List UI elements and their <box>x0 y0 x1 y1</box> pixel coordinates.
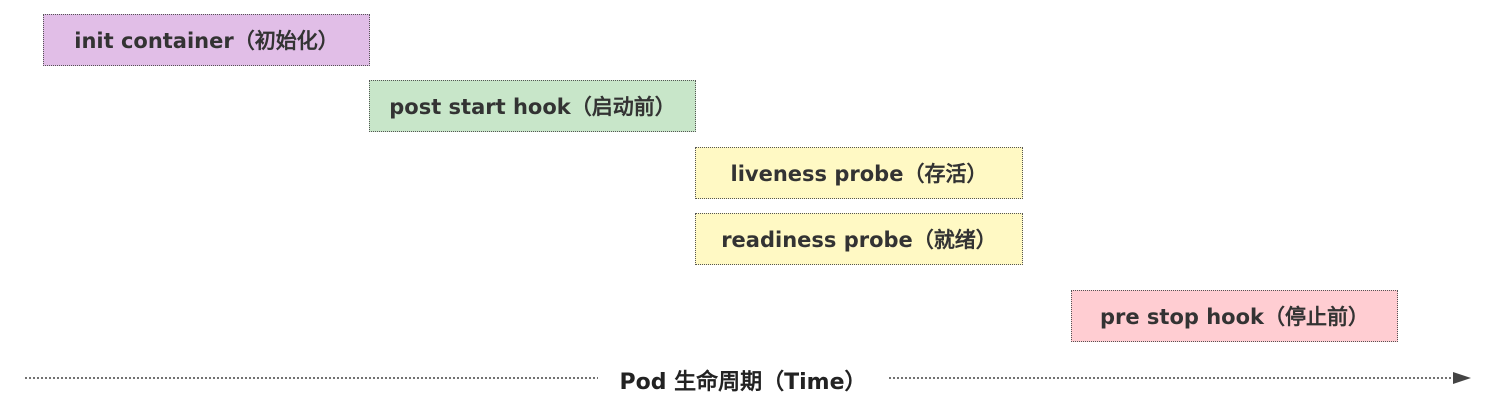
pre-stop-hook-label: pre stop hook（停止前） <box>1099 305 1370 329</box>
time-axis-arrow-icon <box>1453 372 1471 384</box>
pre-stop-hook-box: pre stop hook（停止前） <box>1071 290 1398 342</box>
init-container-box: init container（初始化） <box>43 14 370 66</box>
time-axis-label: Pod 生命周期（Time） <box>598 362 888 398</box>
readiness-probe-label: readiness probe（就绪） <box>721 228 997 252</box>
post-start-hook-box: post start hook（启动前） <box>369 80 696 132</box>
liveness-probe-label: liveness probe（存活） <box>730 162 988 186</box>
post-start-hook-label: post start hook（启动前） <box>389 95 676 119</box>
liveness-probe-box: liveness probe（存活） <box>695 147 1023 199</box>
readiness-probe-box: readiness probe（就绪） <box>695 213 1023 265</box>
init-container-label: init container（初始化） <box>74 29 339 53</box>
